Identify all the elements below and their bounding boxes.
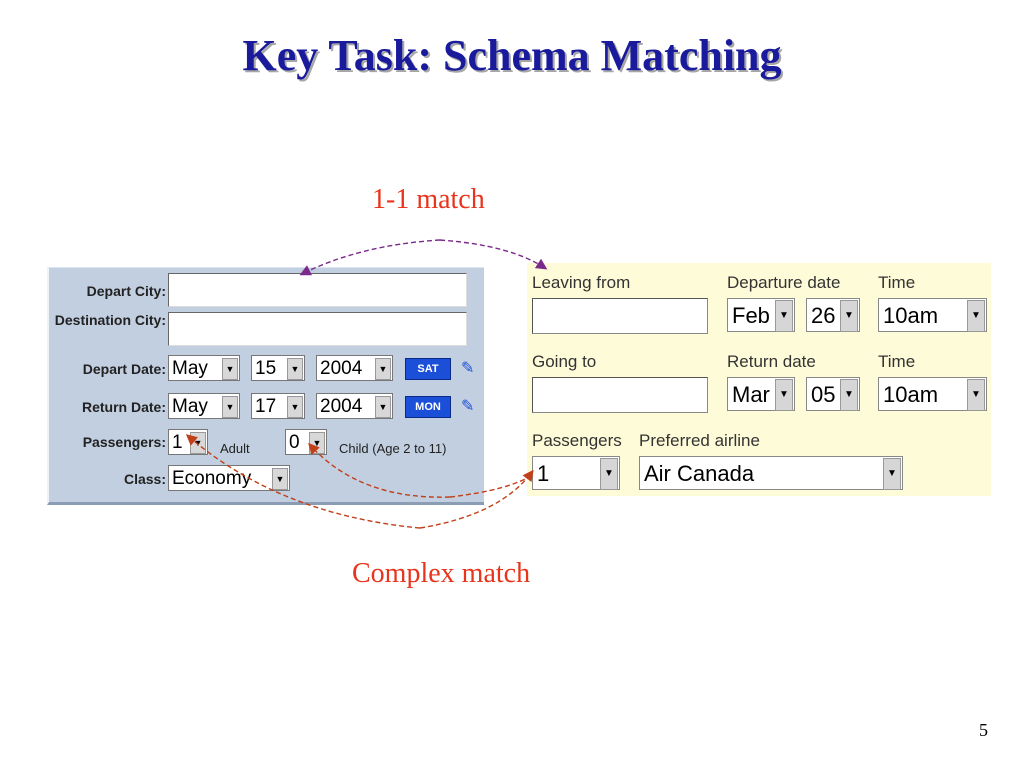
- adults-select[interactable]: 1▼: [168, 429, 208, 455]
- one-to-one-match-caption: 1-1 match: [372, 184, 485, 215]
- going-to-label: Going to: [532, 352, 597, 371]
- slide-title: Key Task: Schema Matching: [242, 31, 782, 80]
- return-day-select[interactable]: 17 ▼: [251, 393, 305, 419]
- depart-year-value: 2004: [320, 358, 363, 379]
- return-date-label: Return Date:: [81, 399, 166, 415]
- passengers-select[interactable]: 1▼: [532, 456, 620, 490]
- return-day-value: 17: [255, 396, 277, 417]
- departure-time-value: 10am: [883, 303, 939, 328]
- airline-value: Air Canada: [644, 461, 755, 486]
- departure-date-label: Departure date: [727, 273, 841, 292]
- return-date-label: Return date: [727, 352, 816, 371]
- return-month-select[interactable]: Mar▼: [727, 377, 795, 411]
- page-number: 5: [979, 720, 988, 740]
- chevron-down-icon: ▼: [883, 458, 901, 490]
- depart-city-label: Depart City:: [86, 283, 166, 299]
- destination-city-input[interactable]: [168, 312, 467, 346]
- going-to-input[interactable]: [532, 377, 708, 413]
- passengers-label: Passengers:: [82, 434, 166, 450]
- preferred-airline-select[interactable]: Air Canada ▼: [639, 456, 903, 490]
- passengers-label: Passengers: [532, 431, 622, 450]
- departure-day-select[interactable]: 26▼: [806, 298, 860, 332]
- return-day-value: 05: [811, 382, 836, 407]
- chevron-down-icon: ▼: [840, 300, 858, 332]
- return-year-select[interactable]: 2004 ▼: [316, 393, 393, 419]
- return-time-label: Time: [878, 352, 916, 371]
- complex-match-caption: Complex match: [352, 558, 531, 589]
- class-label: Class:: [123, 471, 166, 487]
- calendar-icon[interactable]: ✎: [461, 360, 475, 377]
- leaving-from-input[interactable]: [532, 298, 708, 334]
- departure-time-select[interactable]: 10am ▼: [878, 298, 987, 332]
- chevron-down-icon: ▼: [222, 358, 238, 380]
- preferred-airline-label: Preferred airline: [639, 431, 760, 450]
- chevron-down-icon: ▼: [967, 300, 985, 332]
- chevron-down-icon: ▼: [272, 468, 288, 490]
- adults-label: Adult: [220, 441, 250, 456]
- chevron-down-icon: ▼: [840, 379, 858, 411]
- depart-day-value: 15: [255, 358, 277, 379]
- chevron-down-icon: ▼: [375, 358, 391, 380]
- children-label: Child (Age 2 to 11): [339, 441, 447, 456]
- passengers-value: 1: [537, 461, 550, 486]
- children-select[interactable]: 0▼: [285, 429, 327, 455]
- depart-weekday-button[interactable]: SAT: [405, 358, 451, 380]
- class-select[interactable]: Economy ▼: [168, 465, 290, 491]
- departure-time-label: Time: [878, 273, 916, 292]
- class-value: Economy: [172, 468, 252, 489]
- chevron-down-icon: ▼: [287, 358, 303, 380]
- chevron-down-icon: ▼: [190, 432, 206, 454]
- return-weekday-button[interactable]: MON: [405, 396, 451, 418]
- return-time-select[interactable]: 10am ▼: [878, 377, 987, 411]
- depart-month-value: May: [172, 358, 208, 379]
- leaving-from-label: Leaving from: [532, 273, 631, 292]
- depart-month-select[interactable]: May ▼: [168, 355, 240, 381]
- depart-day-select[interactable]: 15 ▼: [251, 355, 305, 381]
- departure-month-select[interactable]: Feb▼: [727, 298, 795, 332]
- chevron-down-icon: ▼: [309, 432, 325, 454]
- depart-city-input[interactable]: [168, 273, 467, 307]
- departure-day-value: 26: [811, 303, 836, 328]
- adults-value: 1: [172, 432, 183, 453]
- chevron-down-icon: ▼: [775, 379, 793, 411]
- return-month-select[interactable]: May ▼: [168, 393, 240, 419]
- chevron-down-icon: ▼: [287, 396, 303, 418]
- children-value: 0: [289, 432, 300, 453]
- return-day-select[interactable]: 05▼: [806, 377, 860, 411]
- chevron-down-icon: ▼: [600, 458, 618, 490]
- chevron-down-icon: ▼: [967, 379, 985, 411]
- destination-city-label: Destination City:: [54, 312, 166, 328]
- depart-date-label: Depart Date:: [82, 361, 166, 377]
- return-time-value: 10am: [883, 382, 939, 407]
- return-month-value: May: [172, 396, 208, 417]
- depart-year-select[interactable]: 2004 ▼: [316, 355, 393, 381]
- right-search-form: Leaving from Departure date Feb▼ 26▼ Tim…: [527, 263, 991, 496]
- chevron-down-icon: ▼: [375, 396, 391, 418]
- departure-month-value: Feb: [732, 303, 770, 328]
- chevron-down-icon: ▼: [775, 300, 793, 332]
- return-month-value: Mar: [732, 382, 770, 407]
- return-year-value: 2004: [320, 396, 363, 417]
- calendar-icon[interactable]: ✎: [461, 398, 475, 415]
- left-search-form: Depart City: Destination City: Depart Da…: [47, 267, 484, 505]
- chevron-down-icon: ▼: [222, 396, 238, 418]
